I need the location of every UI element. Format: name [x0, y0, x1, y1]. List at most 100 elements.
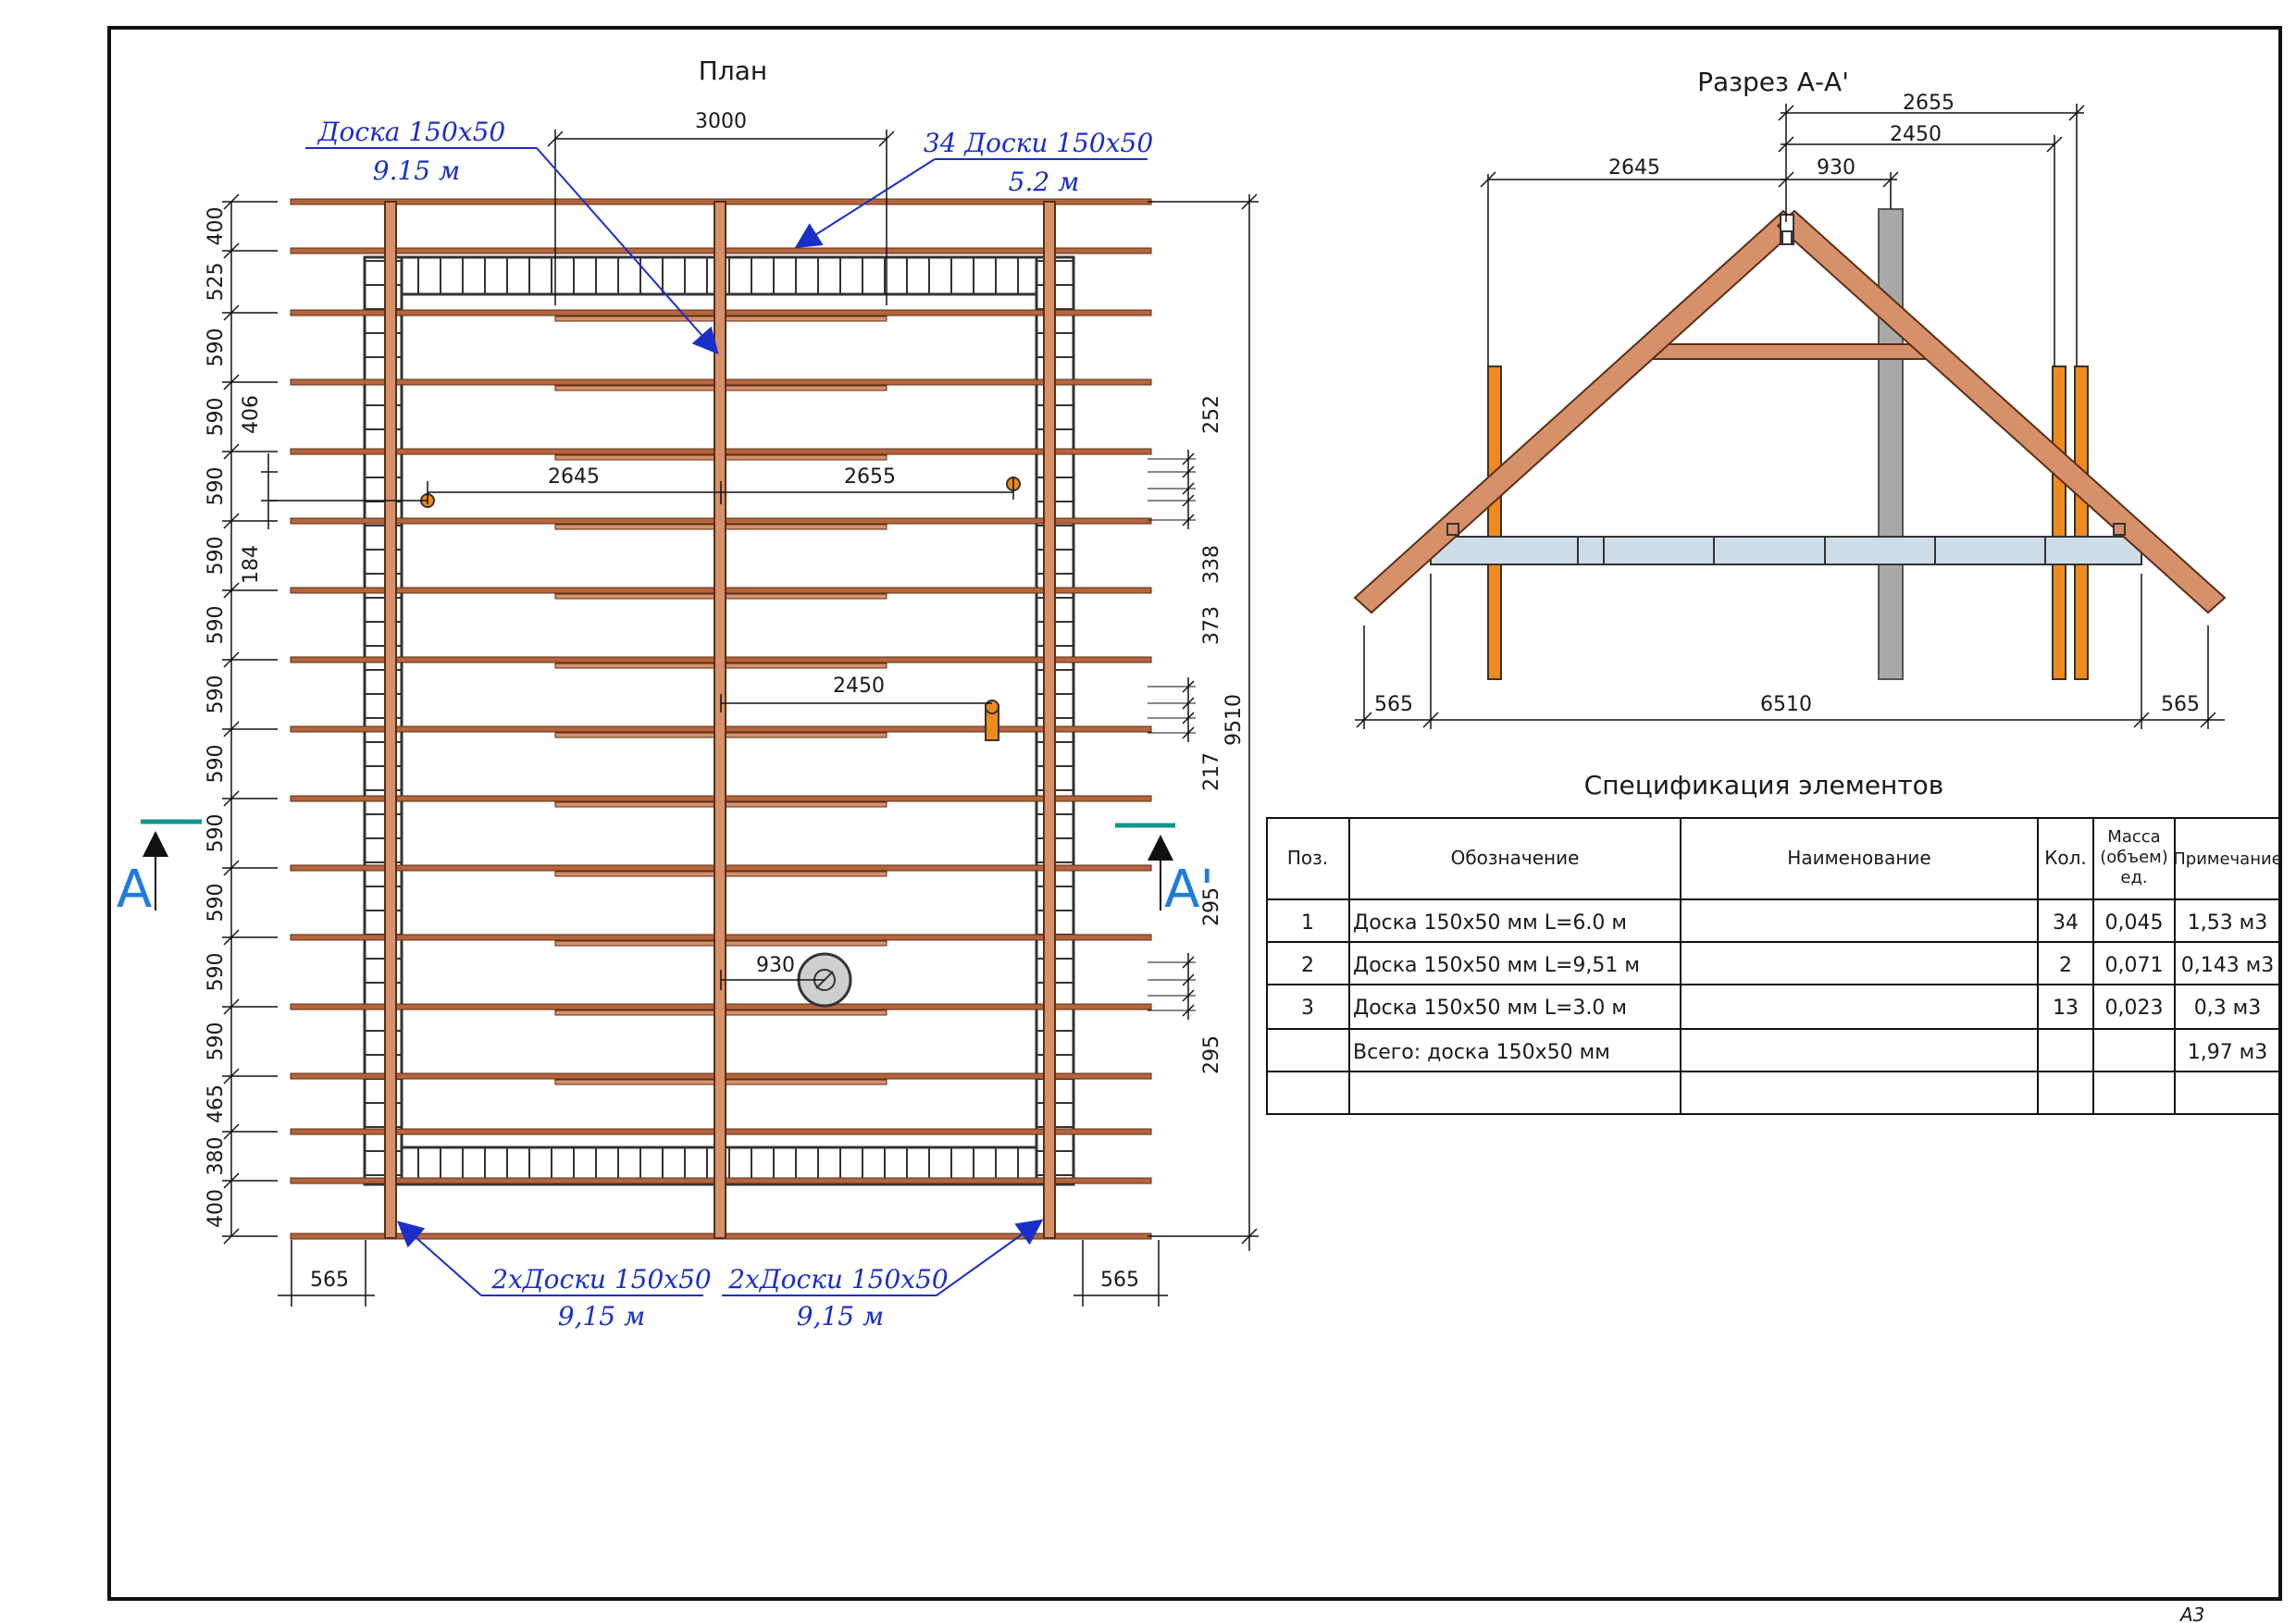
beam-left: [384, 201, 397, 1239]
section-drawing: [1353, 208, 2227, 680]
left-dim-label: 465: [205, 1084, 228, 1123]
left-dim-label: 380: [205, 1137, 228, 1176]
spec-title: Спецификация элементов: [1584, 770, 1944, 800]
svg-text:2хДоски 150х50: 2хДоски 150х50: [727, 1264, 948, 1295]
plan-drawing: [290, 198, 1152, 1240]
section-dim-565-right: 565: [2161, 693, 2200, 716]
note-right: 34 Доски 150х50 5.2 м: [794, 128, 1153, 249]
svg-text:Доска 150х50: Доска 150х50: [316, 117, 505, 147]
spec-cell: Доска 150х50 мм L=6.0 м: [1353, 911, 1627, 935]
left-dim-label: 590: [205, 537, 228, 576]
beam-center: [714, 201, 726, 1239]
sheet-format-label: А3: [2178, 1604, 2204, 1623]
dim-2450: 2450: [833, 675, 885, 698]
note-bottom-left: 2хДоски 150х50 9,15 м: [397, 1220, 712, 1332]
left-dim-label: 590: [205, 953, 228, 992]
spec-cell: 2: [2059, 954, 2072, 977]
left-dim-label: 400: [205, 1189, 228, 1228]
svg-text:A': A': [1164, 860, 1214, 920]
spec-cell: 2: [1301, 954, 1314, 977]
section-dims-top: [1480, 104, 2085, 366]
wall-top: [400, 255, 1075, 296]
spec-cell: 0,023: [2105, 997, 2164, 1020]
right-dim-label: 252: [1200, 395, 1223, 434]
spec-table: Поз. Обозначение Наименование Кол. Масса…: [1266, 817, 2282, 1115]
right-dim-label: 338: [1200, 545, 1223, 584]
left-dim-label: 590: [205, 745, 228, 784]
left-dim-label: 590: [205, 675, 228, 714]
spec-cell: Всего: доска 150х50 мм: [1353, 1041, 1610, 1064]
spec-cell: 0,3 м3: [2194, 997, 2262, 1020]
spec-cell: 3: [1301, 997, 1314, 1020]
spec-header-name: Наименование: [1787, 847, 1930, 869]
section-ridge-block-2: [1781, 230, 1793, 245]
section-dims-bottom: [1355, 574, 2225, 729]
dim-9510: [1148, 193, 1259, 1251]
spec-cell: 0,143 м3: [2181, 954, 2275, 977]
right-dimension-chain: 252 338 373 217 295 295: [1148, 395, 1223, 1074]
dim-bottom-565-left: 565: [310, 1269, 349, 1292]
left-dim-label: 590: [205, 467, 228, 506]
left-dim-label: 590: [205, 1022, 228, 1061]
svg-text:5.2 м: 5.2 м: [1009, 167, 1080, 197]
spec-cell: 13: [2053, 997, 2079, 1020]
left-dimension-chain: 400 525 590 590 590 590 590 590 590 590 590 590 590 4…: [205, 193, 278, 1245]
post-3-head: [985, 700, 999, 714]
spec-cell: 34: [2053, 911, 2079, 935]
cut-marker-left: A: [117, 819, 202, 920]
spec-cell: 1,97 м3: [2188, 1041, 2268, 1064]
dim-930: 930: [756, 954, 795, 977]
section-post-right-2: [2074, 365, 2089, 680]
dim-2645: 2645: [548, 465, 600, 489]
section-dim-2450: 2450: [1890, 123, 1942, 146]
dim-extra-left: [261, 453, 428, 529]
note-bottom-right: 2хДоски 150х50 9,15 м: [722, 1219, 1044, 1332]
dim-184: 184: [240, 545, 263, 584]
left-dim-label: 590: [205, 398, 228, 437]
right-dim-label: 295: [1200, 1035, 1223, 1074]
spec-cell: 0,045: [2105, 911, 2164, 935]
section-dim-6510: 6510: [1760, 693, 1812, 716]
beam-right: [1043, 201, 1056, 1239]
left-dim-label: 400: [205, 207, 228, 246]
inner-dims: [427, 477, 1014, 990]
section-dim-930: 930: [1817, 156, 1855, 180]
left-dim-label: 590: [205, 606, 228, 645]
spec-header-designation: Обозначение: [1451, 847, 1580, 869]
dim-406: 406: [240, 395, 263, 434]
spec-header-mass-3: ед.: [2120, 868, 2147, 887]
spec-header-mass-2: (объем): [2100, 848, 2168, 867]
dim-bottom-565-right: 565: [1100, 1269, 1139, 1292]
spec-cell: 1: [1301, 911, 1314, 935]
svg-text:A: A: [117, 860, 152, 920]
plan-title: План: [699, 56, 767, 86]
dim-2655: 2655: [844, 465, 896, 489]
note-left: Доска 150х50 9.15 м: [305, 117, 719, 355]
section-post-left: [1487, 365, 1502, 680]
sheet-frame: [107, 26, 2282, 1601]
left-dim-label: 525: [205, 263, 228, 302]
dim-3000: [547, 130, 895, 305]
dim-3000-label: 3000: [695, 110, 747, 133]
section-slab: [1430, 536, 2142, 565]
section-plate-left: [1446, 523, 1459, 536]
section-dim-2645: 2645: [1608, 156, 1660, 180]
section-chimney: [1878, 208, 1904, 680]
section-title: Разрез А-А': [1697, 67, 1849, 97]
bottom-dims: [278, 1240, 1168, 1307]
dim-9510-label: 9510: [1222, 694, 1246, 746]
section-post-right-1: [2052, 365, 2066, 680]
spec-header-mass-1: Масса: [2107, 827, 2160, 847]
left-dim-label: 590: [205, 884, 228, 923]
spec-cell: Доска 150х50 мм L=9,51 м: [1353, 954, 1640, 977]
spec-header-pos: Поз.: [1287, 847, 1328, 869]
right-dim-label: 295: [1200, 887, 1223, 926]
spec-header-note: Примечание: [2173, 849, 2282, 869]
right-dim-label: 373: [1200, 606, 1223, 645]
section-dim-2655: 2655: [1903, 92, 1955, 115]
left-dim-label: 590: [205, 328, 228, 367]
right-dim-label: 217: [1200, 752, 1223, 791]
left-dim-label: 590: [205, 814, 228, 853]
section-plate-right: [2113, 523, 2126, 536]
